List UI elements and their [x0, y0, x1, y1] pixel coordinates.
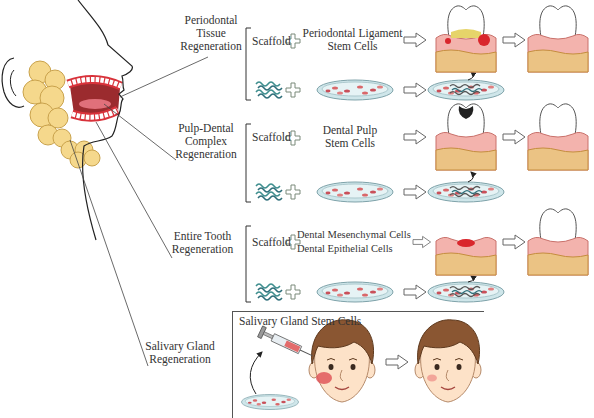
swollen-cheek	[316, 372, 332, 384]
process-arrow	[386, 355, 408, 369]
mouth-cavity	[70, 82, 120, 116]
gum-bone	[528, 237, 588, 275]
ear	[2, 58, 24, 107]
bracket	[246, 28, 251, 100]
seeded-scaffold-dish	[428, 182, 504, 202]
process-arrow	[413, 236, 431, 247]
syringe-needle	[300, 350, 313, 356]
head-illustration	[2, 0, 132, 240]
syringe-liquid	[284, 341, 300, 353]
healed-cheek	[427, 375, 437, 382]
petri-dish	[317, 182, 393, 202]
cell-label: Periodontal Ligament Stem Cells	[300, 27, 405, 53]
healthy-tooth	[528, 209, 588, 275]
section-title: Pulp-Dental Complex Regeneration	[170, 122, 242, 161]
process-arrow	[503, 235, 525, 249]
gum-bone	[436, 237, 496, 275]
section-title: Periodontal Tissue Regeneration	[175, 14, 247, 53]
petri-dish	[317, 80, 393, 100]
leader-line	[120, 57, 208, 97]
lower-teeth	[72, 110, 118, 117]
scaffold-icon	[256, 284, 282, 300]
bracket	[246, 226, 251, 302]
section-title: Entire Tooth Regeneration	[165, 230, 240, 256]
leader-line	[70, 140, 148, 366]
process-arrow	[503, 33, 525, 47]
petri-dish	[242, 395, 299, 410]
cavity	[459, 106, 474, 119]
implant-arrow	[468, 276, 473, 282]
plaque	[451, 29, 481, 38]
scaffold-icon	[256, 184, 282, 200]
upper-teeth	[68, 79, 121, 86]
material-label: Scaffold	[252, 35, 292, 48]
inflammation	[478, 34, 490, 46]
leader-line	[96, 122, 172, 258]
plus-symbol	[286, 83, 300, 97]
panel-heading: Salivary Gland Stem Cells	[233, 312, 484, 331]
plus-symbol	[286, 285, 300, 299]
material-label: Scaffold	[252, 131, 292, 144]
petri-dish	[317, 282, 393, 302]
healthy-tooth	[528, 104, 588, 170]
cell-label: Dental Pulp Stem Cells	[315, 124, 385, 150]
syringe-rod	[263, 332, 273, 339]
cell-label: Dental Mesenchymal Cells	[297, 228, 413, 241]
process-arrow	[404, 130, 426, 144]
process-arrow	[404, 33, 426, 47]
process-arrow	[404, 285, 426, 299]
salivary-gland	[70, 152, 86, 168]
ear	[10, 70, 16, 96]
scaffold-icon	[256, 82, 282, 98]
child-face	[415, 320, 481, 402]
material-label: Scaffold	[252, 236, 292, 249]
seeded-scaffold-dish	[428, 80, 504, 100]
salivary-gland	[84, 150, 100, 166]
injection-arrow	[250, 352, 262, 394]
diseased-periodontium	[436, 6, 496, 72]
implant-arrow	[468, 72, 473, 80]
implant-arrow	[468, 172, 473, 182]
process-arrow	[404, 185, 426, 199]
gum-bone	[436, 34, 496, 72]
syringe	[258, 326, 316, 361]
tooth-crown	[448, 6, 484, 42]
syringe-barrel	[271, 334, 302, 354]
cell-label: Dental Epithelial Cells	[297, 242, 413, 255]
inflammation	[445, 38, 451, 44]
extraction-wound	[457, 239, 475, 247]
missing-tooth-site	[436, 237, 496, 275]
tongue	[79, 99, 111, 109]
section-title: Salivary Gland Regeneration	[140, 340, 220, 366]
gum-bone	[436, 132, 496, 170]
process-arrow	[404, 83, 426, 97]
bracket	[246, 124, 251, 202]
child-face	[309, 320, 375, 402]
gum-bone	[528, 34, 588, 72]
leader-line	[104, 104, 176, 160]
upper-gum	[68, 79, 121, 86]
seeded-scaffold-dish	[428, 282, 504, 302]
decayed-tooth	[436, 104, 496, 170]
healthy-tooth	[528, 6, 588, 72]
panel-box: Salivary Gland Stem Cells	[232, 311, 484, 418]
lower-gum	[72, 110, 118, 117]
process-arrow	[503, 130, 525, 144]
gum-bone	[528, 132, 588, 170]
plus-symbol	[286, 185, 300, 199]
